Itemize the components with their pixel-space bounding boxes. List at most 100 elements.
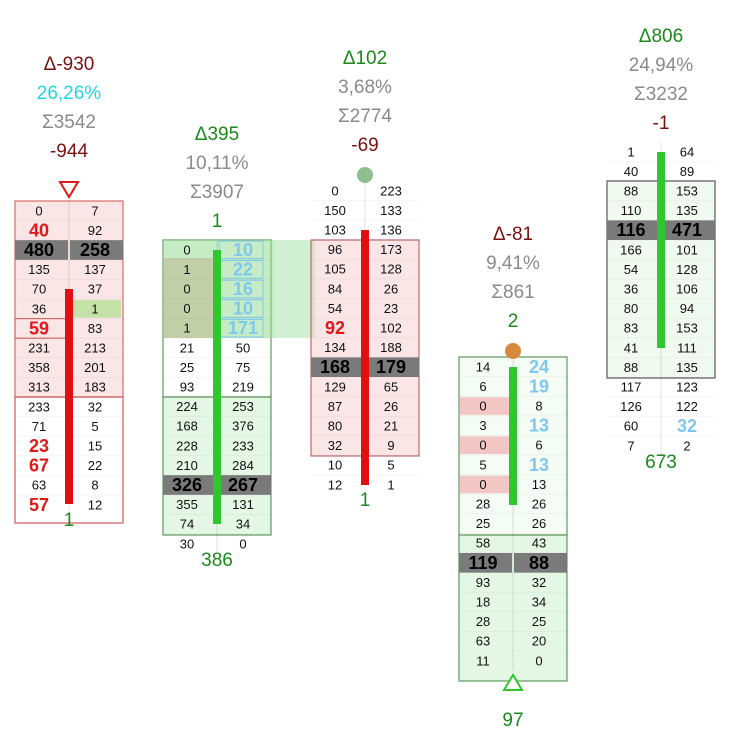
ask-value: 15	[88, 439, 102, 454]
ask-value: 6	[535, 438, 542, 453]
ask-value: 179	[376, 357, 406, 377]
bid-value: 60	[624, 419, 638, 434]
ask-value: 219	[232, 380, 254, 395]
ask-value: 5	[387, 458, 394, 473]
bid-value: 88	[624, 184, 638, 199]
ask-value: 8	[535, 399, 542, 414]
ask-value: 471	[672, 220, 702, 240]
bid-value: 135	[28, 262, 50, 277]
ask-value: 13	[529, 455, 549, 475]
ask-value: 153	[676, 321, 698, 336]
bid-value: 25	[476, 516, 490, 531]
ask-value: 258	[80, 240, 110, 260]
bid-value: 96	[328, 242, 342, 257]
bid-value: 103	[324, 223, 346, 238]
extra-value-label: -69	[351, 135, 378, 156]
candle-bar	[509, 367, 517, 505]
ask-value: 64	[680, 144, 694, 159]
bid-value: 59	[29, 318, 49, 338]
bid-value: 32	[328, 438, 342, 453]
footer-label: 97	[502, 710, 523, 731]
bid-value: 80	[328, 419, 342, 434]
bid-value: 83	[624, 321, 638, 336]
ask-value: 223	[380, 183, 402, 198]
ask-highlight-box	[218, 240, 264, 260]
ask-value: 24	[529, 357, 549, 377]
ask-value: 13	[529, 416, 549, 436]
total-volume-label: Σ2774	[338, 106, 392, 127]
bid-value: 5	[479, 457, 486, 472]
bid-value: 105	[324, 262, 346, 277]
ask-value: 37	[88, 282, 102, 297]
ask-value: 131	[232, 497, 254, 512]
ask-value: 135	[676, 203, 698, 218]
bid-value: 10	[328, 458, 342, 473]
total-volume-label: Σ3542	[42, 112, 96, 133]
ask-value: 10	[233, 240, 253, 260]
bid-value: 93	[180, 380, 194, 395]
footer-label: 1	[64, 510, 75, 531]
bid-value: 80	[624, 301, 638, 316]
ask-value: 122	[676, 399, 698, 414]
buy-triangle-icon	[502, 673, 524, 691]
ask-value: 22	[233, 259, 253, 279]
ask-value: 75	[236, 360, 250, 375]
bid-value: 0	[183, 242, 190, 257]
ask-value: 89	[680, 164, 694, 179]
ask-value: 26	[384, 281, 398, 296]
total-volume-label: Σ861	[491, 282, 534, 303]
imbalance-zone-extension	[275, 240, 315, 338]
bid-imbalance-cell	[460, 397, 512, 415]
percent-label: 24,94%	[629, 55, 694, 76]
poc-cell-bid	[311, 357, 364, 377]
poc-cell-bid	[163, 475, 216, 495]
bid-value: 14	[476, 359, 490, 374]
bid-value: 224	[176, 399, 198, 414]
bid-value: 168	[176, 419, 198, 434]
bid-value: 36	[32, 301, 46, 316]
percent-label: 10,11%	[185, 153, 248, 174]
ask-value: 83	[88, 321, 102, 336]
extra-value-label: -944	[50, 141, 88, 162]
bid-value: 40	[624, 164, 638, 179]
bid-value: 23	[29, 436, 49, 456]
ask-value: 128	[676, 262, 698, 277]
ask-value: 267	[228, 475, 258, 495]
bid-value: 119	[468, 553, 497, 573]
ask-value: 94	[680, 301, 694, 316]
bid-value: 166	[620, 242, 642, 257]
ask-value: 5	[91, 419, 98, 434]
bid-value: 28	[476, 614, 490, 629]
ask-value: 22	[88, 458, 102, 473]
ask-value: 0	[535, 653, 542, 668]
candle-bar	[657, 152, 665, 348]
bid-value: 11	[476, 653, 490, 668]
bid-value: 84	[328, 281, 342, 296]
ask-value: 137	[84, 262, 106, 277]
ask-value: 253	[232, 399, 254, 414]
footer-label: 386	[201, 550, 233, 571]
sell-triangle-icon	[58, 181, 80, 199]
bid-value: 0	[183, 301, 190, 316]
poc-cell-ask	[218, 475, 271, 495]
bid-value: 12	[328, 477, 342, 492]
bid-value: 355	[176, 497, 198, 512]
ask-value: 34	[532, 595, 546, 610]
ask-value: 213	[84, 341, 106, 356]
bid-value: 74	[180, 517, 194, 532]
delta-label: Δ-81	[493, 224, 533, 245]
ask-value: 153	[676, 184, 698, 199]
bid-value: 41	[624, 340, 638, 355]
ask-value: 32	[677, 416, 697, 436]
extra-value-label: 2	[508, 311, 519, 332]
bid-value: 58	[476, 536, 490, 551]
bid-value: 28	[476, 497, 490, 512]
bid-value: 71	[32, 419, 46, 434]
ask-value: 376	[232, 419, 254, 434]
ask-value: 0	[239, 536, 246, 551]
bid-value: 117	[621, 380, 642, 395]
ask-value: 171	[228, 318, 258, 338]
bid-value: 150	[324, 203, 346, 218]
bid-value: 129	[324, 379, 346, 394]
ask-value: 65	[384, 379, 398, 394]
